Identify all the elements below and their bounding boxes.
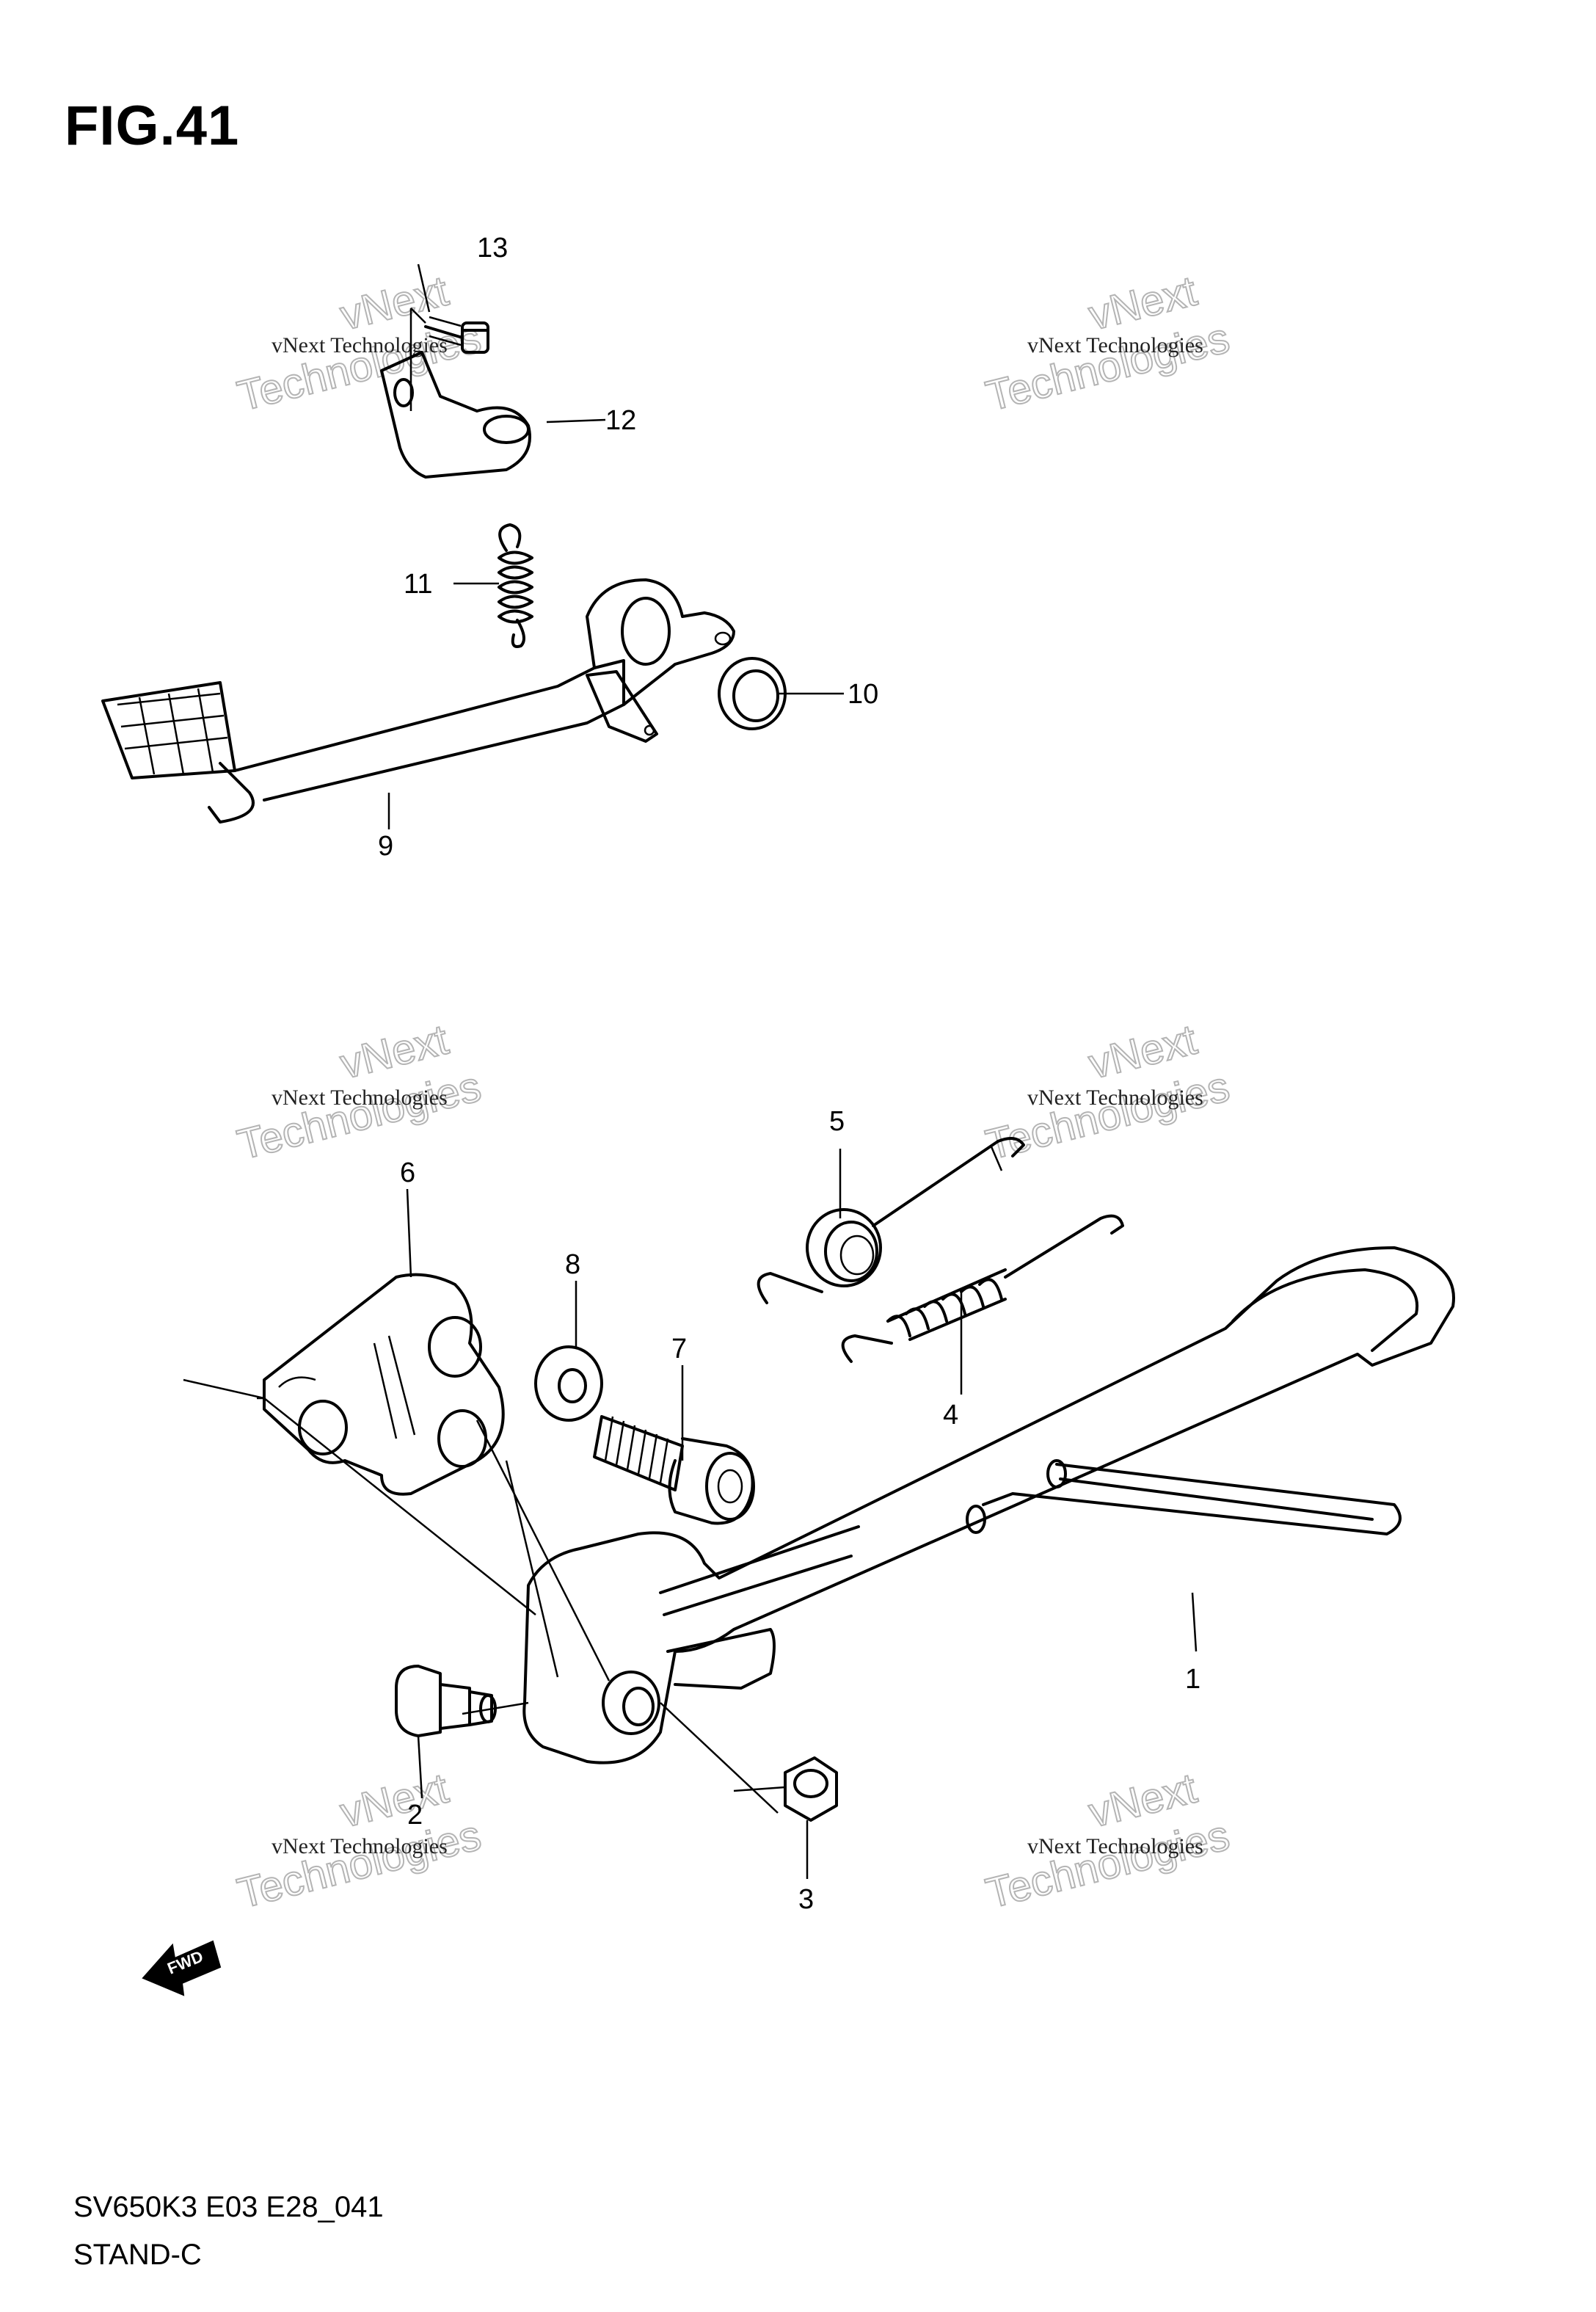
- part-5-spring: [757, 1137, 1025, 1304]
- svg-text:vNext Technologies: vNext Technologies: [1027, 1086, 1203, 1110]
- callout-4: 4: [943, 1400, 958, 1431]
- callout-7: 7: [671, 1334, 687, 1364]
- part-8-washer: [534, 1345, 603, 1422]
- callout-5: 5: [829, 1106, 845, 1137]
- callout-leaders: [387, 263, 1198, 1879]
- callout-11: 11: [404, 569, 432, 600]
- part-10-washer: [718, 657, 787, 730]
- fwd-arrow-icon: FWD: [142, 1940, 222, 1996]
- part-13-bolt: [424, 316, 489, 354]
- part-9-brake-pedal: [101, 578, 735, 824]
- callout-13: 13: [477, 233, 508, 263]
- watermark-top-right: vNext Technologies vNext Technologies: [980, 266, 1234, 421]
- part-11-spring: [498, 523, 533, 648]
- group-name: STAND-C: [73, 2239, 202, 2271]
- callout-8: 8: [565, 1249, 580, 1280]
- watermark-bottom-left: vNext Technologies vNext Technologies: [232, 1764, 486, 1919]
- part-6-bracket: [263, 1273, 505, 1496]
- callout-1: 1: [1185, 1664, 1200, 1695]
- watermark-bottom-right: vNext Technologies vNext Technologies: [980, 1764, 1234, 1919]
- part-1-side-stand: [522, 1246, 1455, 1814]
- svg-text:vNext Technologies: vNext Technologies: [272, 1834, 448, 1858]
- model-code: SV650K3 E03 E28_041: [73, 2191, 384, 2223]
- callout-6: 6: [400, 1157, 415, 1188]
- callout-10: 10: [848, 679, 878, 710]
- callout-3: 3: [798, 1884, 814, 1915]
- assembly-lines: [183, 1378, 786, 1792]
- part-7-bolt: [593, 1415, 755, 1525]
- figure-title: FIG.41: [65, 95, 240, 157]
- callout-labels: 1 2 3 4 5 6 7 8 9 10 11 12 13: [378, 233, 1200, 1915]
- watermark-mid-left: vNext Technologies vNext Technologies: [232, 1015, 486, 1170]
- part-12-bracket: [380, 308, 531, 479]
- watermark-mid-right: vNext Technologies vNext Technologies: [980, 1015, 1234, 1170]
- part-2-pivot-bolt: [395, 1665, 497, 1737]
- part-4-spring: [841, 1214, 1124, 1363]
- callout-2: 2: [407, 1800, 423, 1831]
- callout-9: 9: [378, 831, 393, 862]
- watermark-top-left: vNext Technologies vNext Technologies: [232, 266, 486, 421]
- part-3-nut: [784, 1756, 838, 1822]
- svg-text:vNext Technologies: vNext Technologies: [1027, 333, 1203, 357]
- svg-text:vNext Technologies: vNext Technologies: [272, 1086, 448, 1110]
- callout-12: 12: [605, 405, 636, 436]
- svg-text:vNext Technologies: vNext Technologies: [1027, 1834, 1203, 1858]
